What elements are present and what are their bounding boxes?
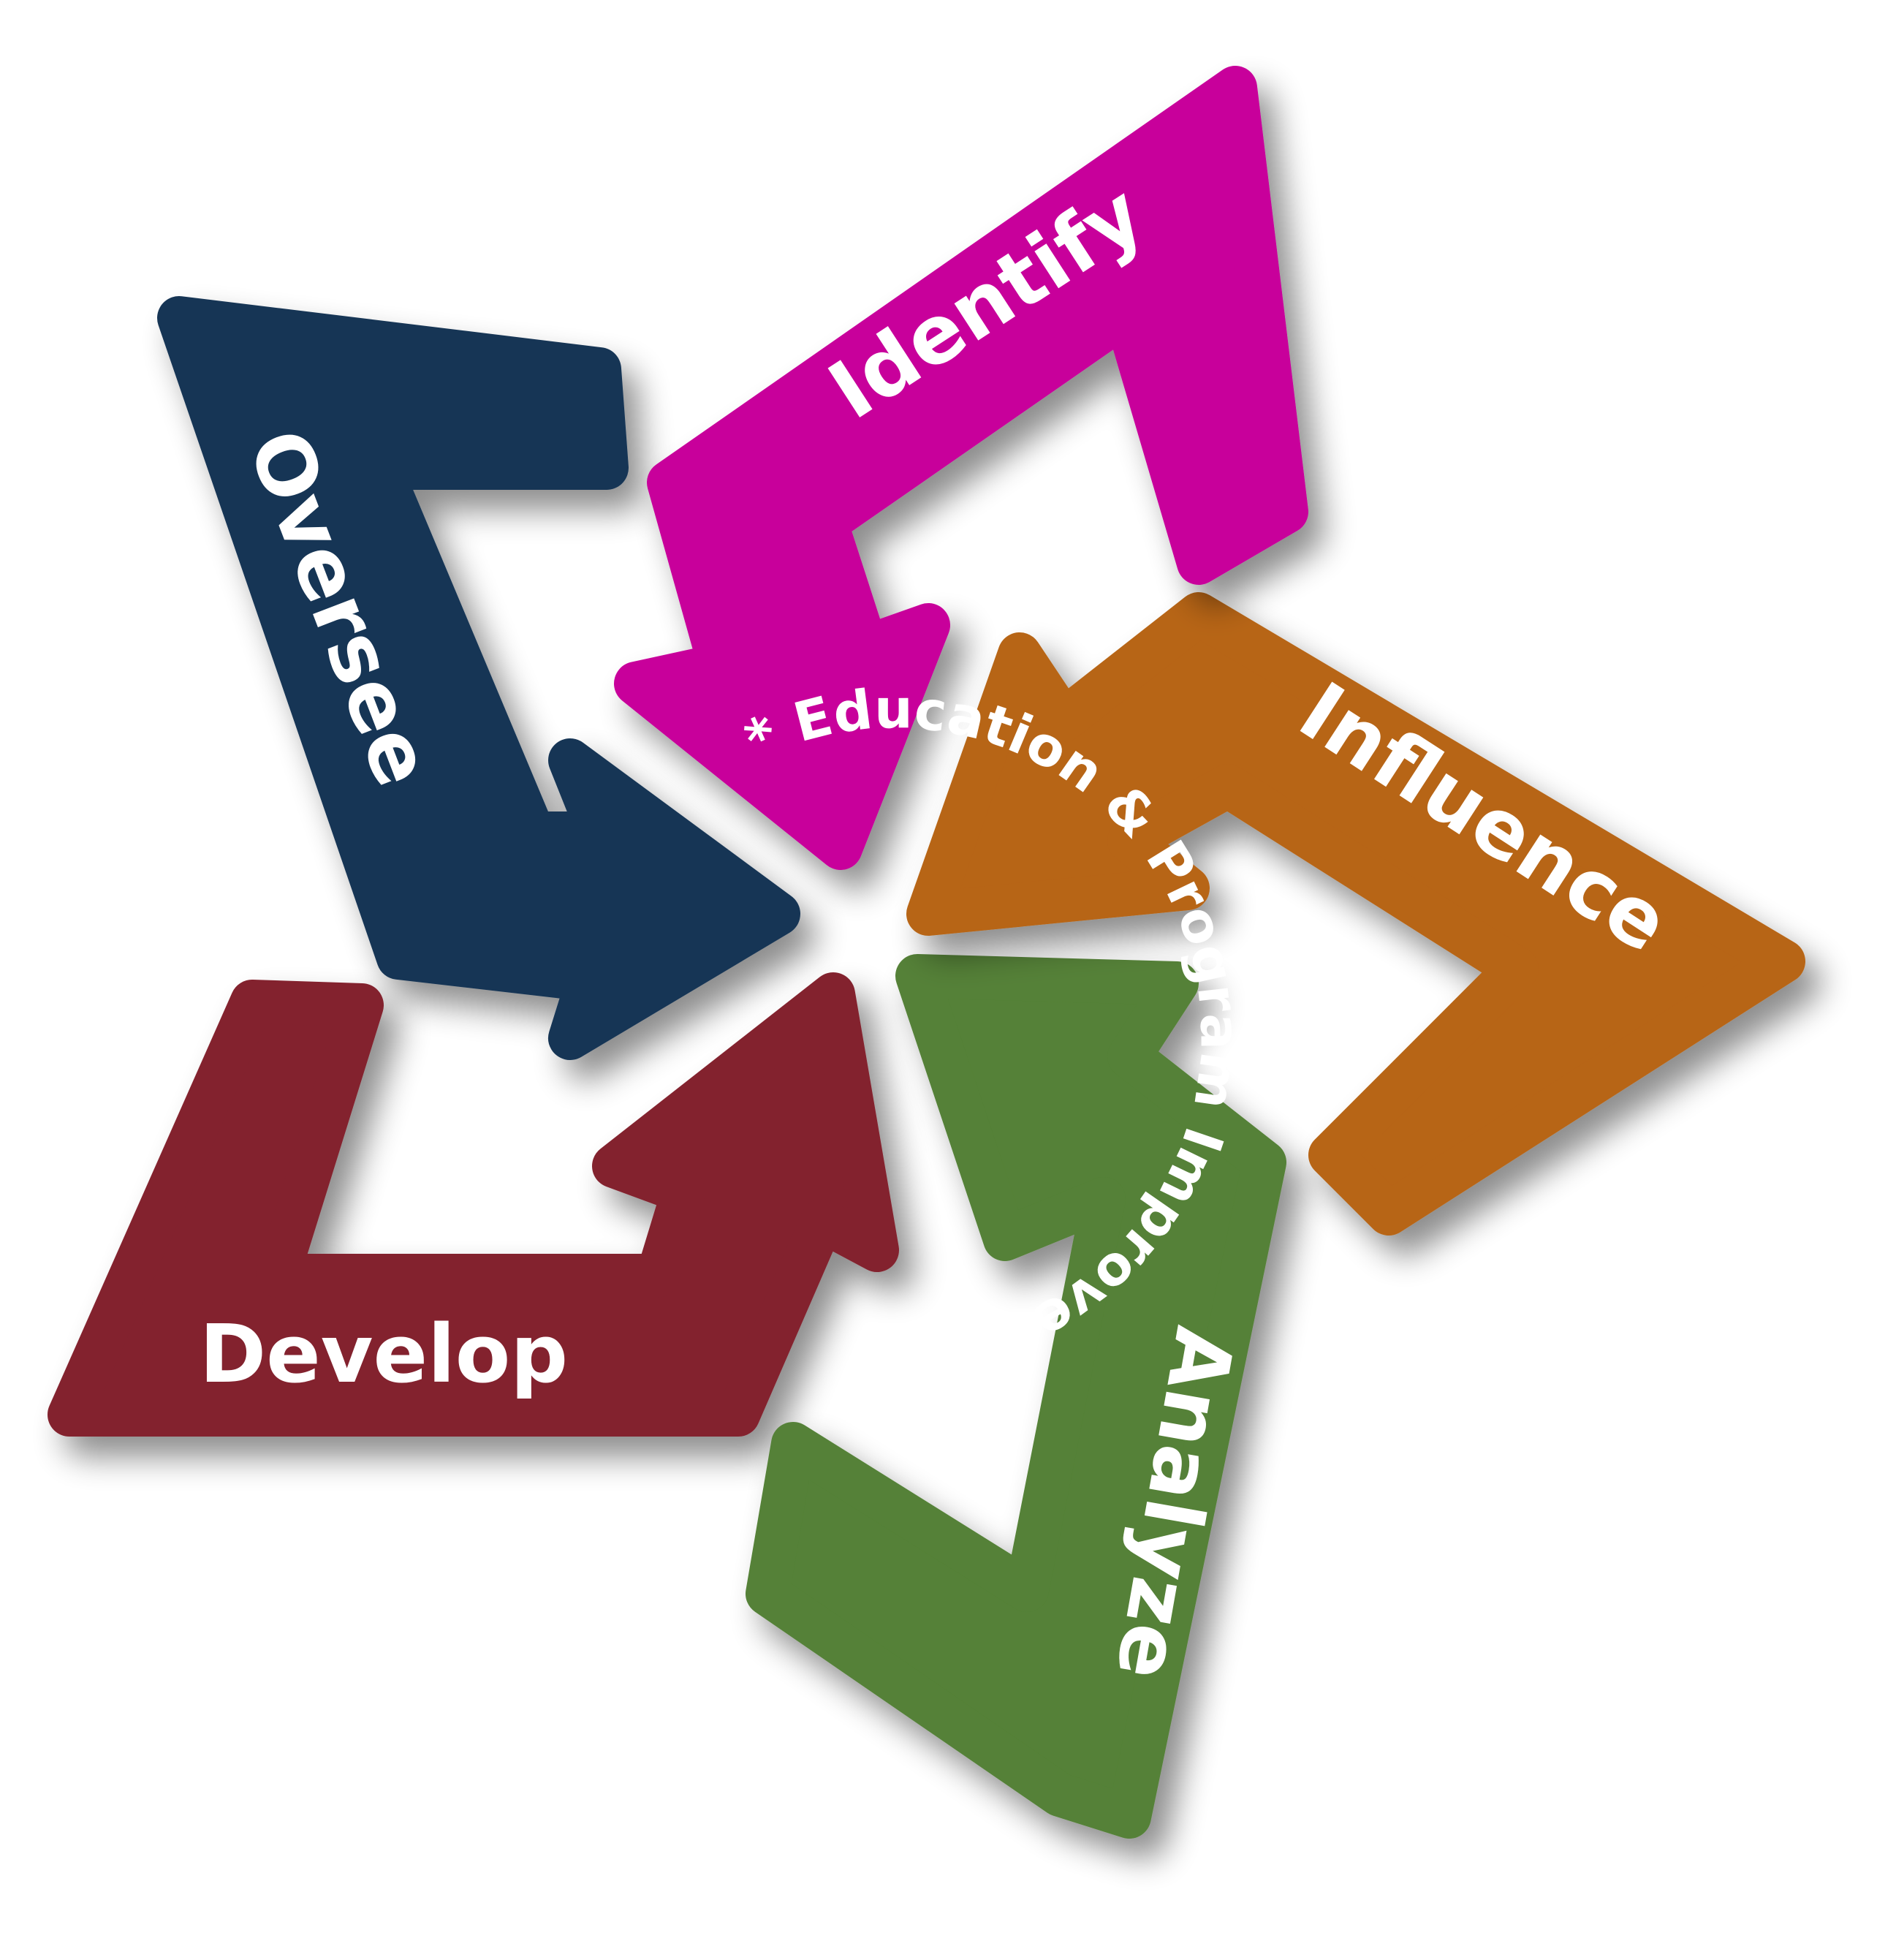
oversee-arrow: [157, 296, 800, 1060]
identify-arrow-shape: [614, 66, 1308, 870]
analyze-arrow-shape: [746, 954, 1286, 1839]
develop-label: Develop: [200, 1307, 568, 1401]
identify-arrow: [614, 66, 1308, 870]
develop-arrow-shape: [48, 972, 899, 1437]
oversee-arrow-shape: [157, 296, 800, 1060]
develop-arrow: [48, 972, 899, 1437]
influence-arrow: [906, 592, 1805, 1236]
analyze-arrow: [746, 954, 1286, 1839]
influence-arrow-shape: [906, 592, 1805, 1236]
